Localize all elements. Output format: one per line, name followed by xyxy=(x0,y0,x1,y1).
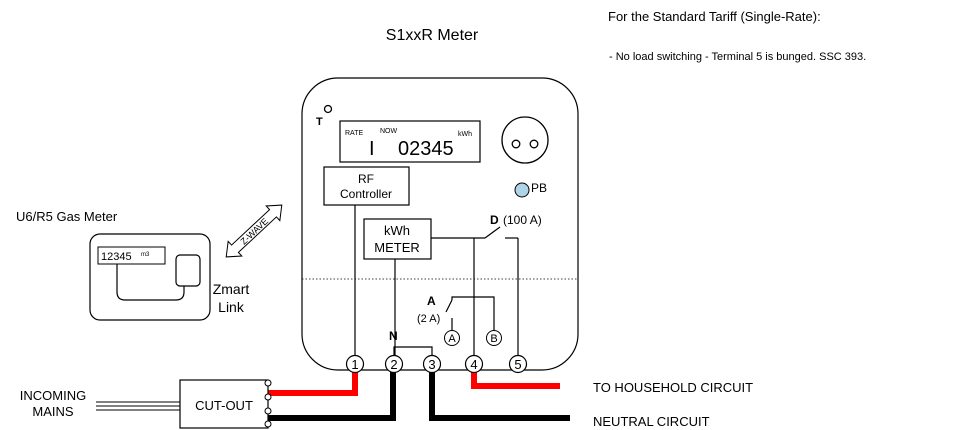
terminal-3-label: 3 xyxy=(428,357,435,372)
rf-controller-line1: RF xyxy=(358,172,374,186)
gas-meter-unit: m3 xyxy=(141,252,150,258)
switch-a-letter: A xyxy=(427,294,436,308)
optical-port xyxy=(501,116,549,164)
meter-display xyxy=(339,120,481,163)
terminal-2 xyxy=(384,354,404,374)
gas-meter-display xyxy=(97,246,166,265)
rf-controller-line2: Controller xyxy=(340,187,392,201)
internal-wiring xyxy=(354,205,519,358)
cutout-label: CUT-OUT xyxy=(195,398,253,413)
neutral-circuit-cable xyxy=(429,370,570,421)
terminal-4 xyxy=(464,354,484,374)
zmart-link-line2: Link xyxy=(218,299,245,315)
temp-symbol-circle xyxy=(323,104,333,114)
tariff-heading: For the Standard Tariff (Single-Rate): xyxy=(608,9,821,24)
cutout-terminal-1 xyxy=(264,379,272,387)
tariff-note: - No load switching - Terminal 5 is bung… xyxy=(609,51,866,63)
display-rate-value: I xyxy=(369,138,375,160)
gas-meter-reading: 12345 xyxy=(101,251,132,263)
display-rate-label: RATE xyxy=(345,130,363,137)
incoming-neutral-cable xyxy=(268,370,396,421)
push-button-label: PB xyxy=(531,181,547,195)
kwh-meter-line1: kWh xyxy=(384,223,410,238)
gas-meter-link-cable xyxy=(116,264,185,301)
zmart-link-device xyxy=(175,254,201,287)
display-now-label: NOW xyxy=(380,128,398,135)
switch-d-rating: (100 A) xyxy=(503,213,542,227)
neutral-link-label: N xyxy=(389,329,398,343)
terminal-1 xyxy=(345,354,365,374)
terminal-2-label: 2 xyxy=(390,357,397,372)
household-live-cable xyxy=(471,370,560,389)
zwave-arrow: Z-WAVE xyxy=(225,204,283,258)
cutout-terminal-3 xyxy=(264,407,272,415)
switch-a-contact-b xyxy=(486,330,502,346)
switch-d-letter: D xyxy=(490,213,499,227)
incoming-live-cable xyxy=(268,370,358,396)
switch-a-rating: (2 A) xyxy=(417,313,440,325)
household-circuit-label: TO HOUSEHOLD CIRCUIT xyxy=(593,380,753,395)
push-button xyxy=(514,182,530,198)
optical-port-led-right xyxy=(529,139,539,149)
terminal-5 xyxy=(508,354,528,374)
cutout-terminal-2 xyxy=(264,393,272,401)
incoming-mains-line1: INCOMING xyxy=(20,388,86,403)
rf-controller-box xyxy=(323,166,410,206)
terminals: 1 2 3 4 5 xyxy=(345,354,528,374)
kwh-meter-box xyxy=(363,218,432,260)
switch-a-contact-a-label: A xyxy=(448,333,456,345)
kwh-meter-line2: METER xyxy=(374,240,420,255)
gas-meter-title: U6/R5 Gas Meter xyxy=(16,209,118,224)
display-reading: 02345 xyxy=(398,138,454,160)
temp-symbol: T xyxy=(316,116,323,128)
terminal-5-label: 5 xyxy=(514,357,521,372)
terminal-3 xyxy=(422,354,442,374)
meter-title: S1xxR Meter xyxy=(386,27,479,44)
switch-a-contact-b-label: B xyxy=(490,333,497,345)
cutout-terminal-4 xyxy=(264,420,272,428)
cables xyxy=(96,370,570,421)
zmart-link-line1: Zmart xyxy=(213,281,250,297)
optical-port-led-left xyxy=(511,139,521,149)
zwave-label: Z-WAVE xyxy=(238,216,270,247)
display-unit: kWh xyxy=(458,131,472,138)
terminal-4-label: 4 xyxy=(470,357,477,372)
neutral-circuit-label: NEUTRAL CIRCUIT xyxy=(593,414,710,429)
incoming-mains-line2: MAINS xyxy=(32,404,74,419)
switch-a-contact-a xyxy=(444,330,460,346)
cutout-box xyxy=(179,379,269,429)
terminal-1-label: 1 xyxy=(351,357,358,372)
